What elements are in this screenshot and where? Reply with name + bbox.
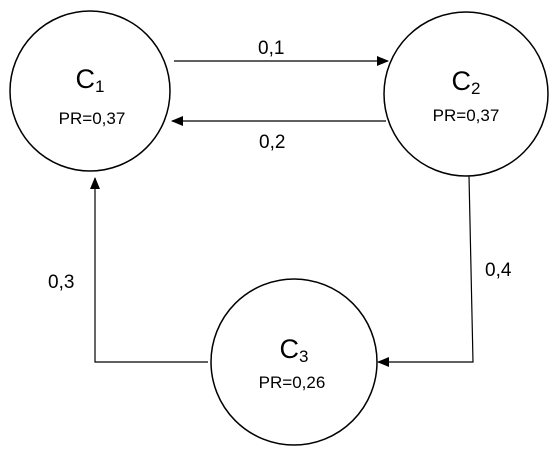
edge-label-c2-c3: 0,4 — [485, 260, 512, 281]
node-c2-circle — [383, 11, 549, 177]
node-c2-label: C2 — [452, 66, 481, 98]
edge-label-c2-c1: 0,2 — [259, 132, 285, 153]
edge-c2-to-c3 — [377, 175, 474, 367]
edge-label-c1-c2: 0,1 — [258, 38, 284, 59]
node-c1: C1 PR=0,37 — [9, 10, 171, 172]
node-c3-circle — [210, 278, 378, 446]
node-c3-pr: PR=0,26 — [259, 373, 326, 392]
node-c1-pr: PR=0,37 — [59, 109, 126, 128]
node-c3-label: C3 — [280, 334, 309, 366]
node-c2-pr: PR=0,37 — [433, 106, 500, 125]
node-c3: C3 PR=0,26 — [210, 278, 378, 446]
node-c1-circle — [9, 10, 171, 172]
node-c1-label: C1 — [76, 64, 105, 96]
edge-label-c3-c1: 0,3 — [48, 272, 74, 293]
node-c2: C2 PR=0,37 — [383, 11, 549, 177]
edge-c3-to-c1 — [90, 177, 208, 363]
